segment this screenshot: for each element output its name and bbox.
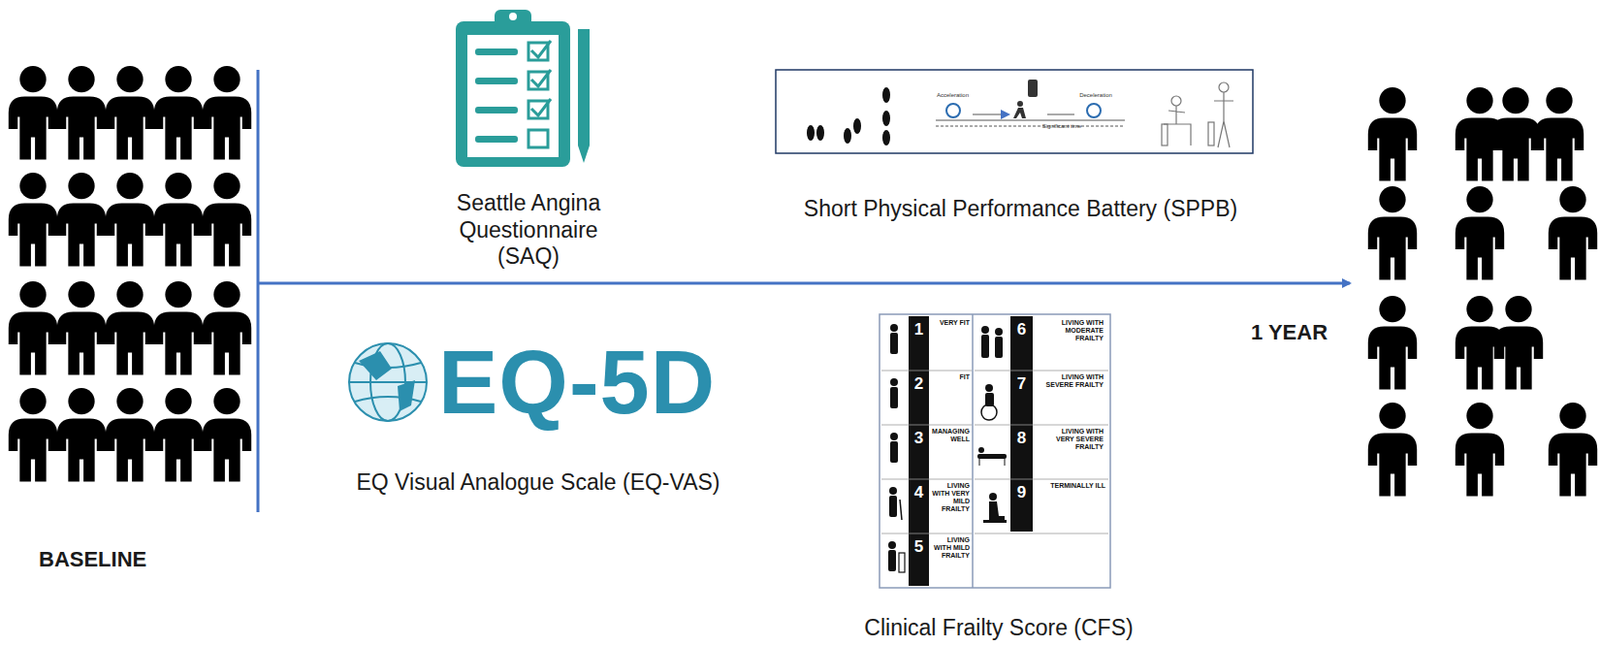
callout-number: 8 [1010,428,1033,448]
person-icon [57,65,106,160]
person-icon [1548,186,1598,281]
caption-label: Acceleration [930,92,975,98]
person-icon [105,281,155,376]
frailty-level: MANAGING WELL [930,427,970,444]
person-icon [1368,295,1417,390]
person-icon [1368,402,1417,497]
person-icon [8,387,58,482]
person-icon [8,281,58,376]
callout-number: 3 [908,428,929,448]
person-icon [1491,87,1540,182]
person-icon [202,281,252,376]
person-icon [1548,402,1598,497]
person-icon [1368,87,1417,182]
caption-label: Seattle Angina Questionnaire (SAQ) [426,190,631,271]
caption-label: BASELINE [38,546,194,573]
callout-number: 5 [908,537,929,557]
person-icon [154,387,203,482]
sppb-image [775,69,1253,154]
person-icon [8,172,58,267]
callout-number: 2 [908,374,929,394]
person-icon [202,172,252,267]
person-icon [1535,87,1584,182]
callout-number: 1 [908,320,929,340]
caption-label: Clinical Frailty Score (CFS) [843,614,1154,642]
person-icon [1494,295,1543,390]
callout-number: 9 [1010,482,1033,503]
person-icon [57,387,106,482]
frailty-level: VERY FIT [930,319,970,327]
person-icon [1368,186,1417,281]
caption-label: Deceleration [1071,92,1120,98]
person-icon [105,65,155,160]
person-icon [105,387,155,482]
caption-label: 1 YEAR [1250,320,1348,346]
frailty-level: LIVING WITH SEVERE FRAILTY [1045,373,1104,389]
frailty-level: LIVING WITH VERY SEVERE FRAILTY [1045,427,1104,451]
frailty-level: LIVING WITH MODERATE FRAILTY [1045,319,1104,343]
logo-text: EQ-5D [438,337,759,427]
clipboard-icon [455,9,590,167]
baseline-line [256,69,260,512]
callout-number: 4 [908,482,929,503]
frailty-level: LIVING WITH VERY MILD FRAILTY [930,481,970,513]
people-icons [8,65,1598,497]
person-icon [1455,402,1504,497]
person-icon [1455,186,1504,281]
frailty-level: LIVING WITH MILD FRAILTY [930,536,970,560]
callout-number: 6 [1010,320,1033,340]
frailty-level: FIT [930,373,970,382]
person-icon [154,65,203,160]
globe-icon [349,343,427,421]
person-icon [57,172,106,267]
caption-label: EQ Visual Analogue Scale (EQ-VAS) [344,469,733,497]
person-icon [154,172,203,267]
person-icon [202,65,252,160]
person-icon [154,281,203,376]
callout-number: 7 [1010,374,1033,394]
person-icon [202,387,252,482]
timeline-arrow [257,282,1350,286]
caption-label: Significant time [1032,123,1091,129]
person-icon [8,65,58,160]
frailty-level: TERMINALLY ILL [1035,481,1106,490]
caption-label: Short Physical Performance Battery (SPPB… [756,195,1285,224]
person-icon [105,172,155,267]
person-icon [57,281,106,376]
cfs-chart [879,314,1111,588]
